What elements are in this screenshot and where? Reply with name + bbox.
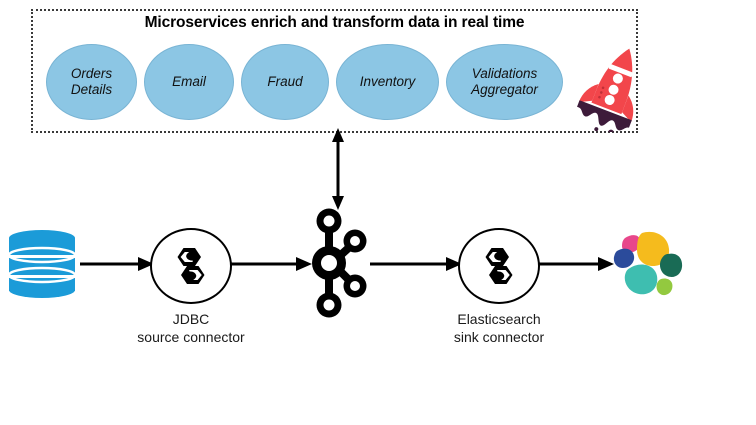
microservice-label-line1: Fraud: [267, 74, 303, 90]
database-icon: [7, 230, 77, 298]
microservice-label-line2: Details: [70, 82, 113, 97]
jdbc-label-line1: JDBC: [172, 311, 210, 327]
kafka-connect-icon: [177, 248, 205, 284]
microservice-label-line1: Orders: [70, 66, 113, 82]
elasticsearch-connector-label: Elasticsearch sink connector: [399, 311, 599, 347]
arrow-es-connector-to-elasticsearch: [538, 257, 614, 271]
arrow-kafka-to-es-connector: [370, 257, 462, 271]
microservice-label-line1: Inventory: [359, 74, 416, 90]
arrow-db-to-jdbc: [80, 257, 154, 271]
microservice-fraud[interactable]: Fraud: [241, 44, 329, 120]
arrow-microservices-to-kafka: [332, 128, 344, 210]
elasticsearch-sink-connector-node[interactable]: [458, 228, 540, 304]
es-label-line2: sink connector: [453, 328, 545, 345]
jdbc-connector-label: JDBC source connector: [91, 311, 291, 347]
microservice-label-line2: Aggregator: [471, 82, 538, 97]
microservice-orders-details[interactable]: Orders Details: [46, 44, 137, 120]
microservices-row: Orders Details Email Fraud Inventory Val…: [46, 44, 635, 132]
jdbc-label-line2: source connector: [137, 328, 245, 345]
elasticsearch-icon: [613, 231, 683, 296]
microservice-validations-aggregator[interactable]: Validations Aggregator: [446, 44, 563, 120]
microservice-inventory[interactable]: Inventory: [336, 44, 439, 120]
microservice-email[interactable]: Email: [144, 44, 234, 120]
microservice-label-line1: Validations: [471, 66, 538, 82]
rocket-icon: [577, 48, 635, 132]
microservice-label-line1: Email: [172, 74, 206, 90]
apache-kafka-icon: [312, 208, 367, 318]
arrow-jdbc-to-kafka: [230, 257, 312, 271]
microservices-title: Microservices enrich and transform data …: [144, 14, 525, 31]
jdbc-source-connector-node[interactable]: [150, 228, 232, 304]
es-label-line1: Elasticsearch: [457, 311, 541, 327]
kafka-connect-icon: [485, 248, 513, 284]
